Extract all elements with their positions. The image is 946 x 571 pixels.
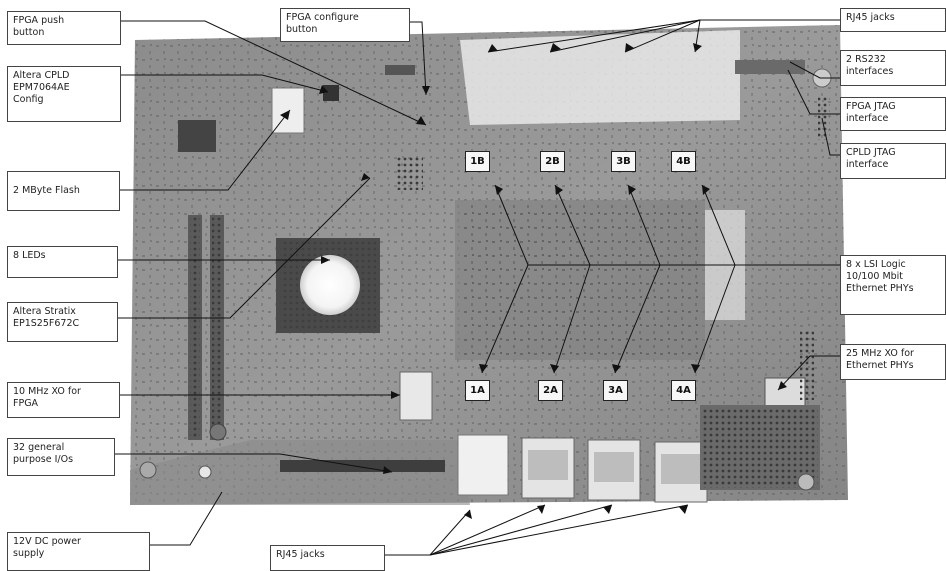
- phy-1b: 1B: [465, 151, 490, 172]
- label-altera-cpld: Altera CPLD EPM7064AE Config: [7, 66, 121, 122]
- phy-1a: 1A: [465, 380, 490, 401]
- phy-2b: 2B: [540, 151, 565, 172]
- label-cpld-jtag: CPLD JTAG interface: [840, 143, 946, 179]
- label-rj45-bottom: RJ45 jacks: [270, 545, 385, 571]
- label-power-supply: 12V DC power supply: [7, 532, 150, 571]
- label-fpga-jtag: FPGA JTAG interface: [840, 97, 946, 131]
- phy-2a: 2A: [538, 380, 563, 401]
- label-leds: 8 LEDs: [7, 246, 118, 278]
- label-fpga-push-button: FPGA push button: [7, 11, 121, 45]
- label-10mhz-xo: 10 MHz XO for FPGA: [7, 382, 120, 418]
- phy-4a: 4A: [671, 380, 696, 401]
- label-rj45-top: RJ45 jacks: [840, 8, 946, 32]
- phy-3a: 3A: [603, 380, 628, 401]
- label-gpio: 32 general purpose I/Os: [7, 438, 115, 476]
- label-ethernet-phys: 8 x LSI Logic 10/100 Mbit Ethernet PHYs: [840, 255, 946, 315]
- phy-4b: 4B: [671, 151, 696, 172]
- label-flash: 2 MByte Flash: [7, 171, 120, 211]
- label-25mhz-xo: 25 MHz XO for Ethernet PHYs: [840, 344, 946, 380]
- label-stratix: Altera Stratix EP1S25F672C: [7, 302, 118, 342]
- phy-3b: 3B: [611, 151, 636, 172]
- label-rs232: 2 RS232 interfaces: [840, 50, 946, 86]
- label-fpga-configure-button: FPGA configure button: [280, 8, 410, 42]
